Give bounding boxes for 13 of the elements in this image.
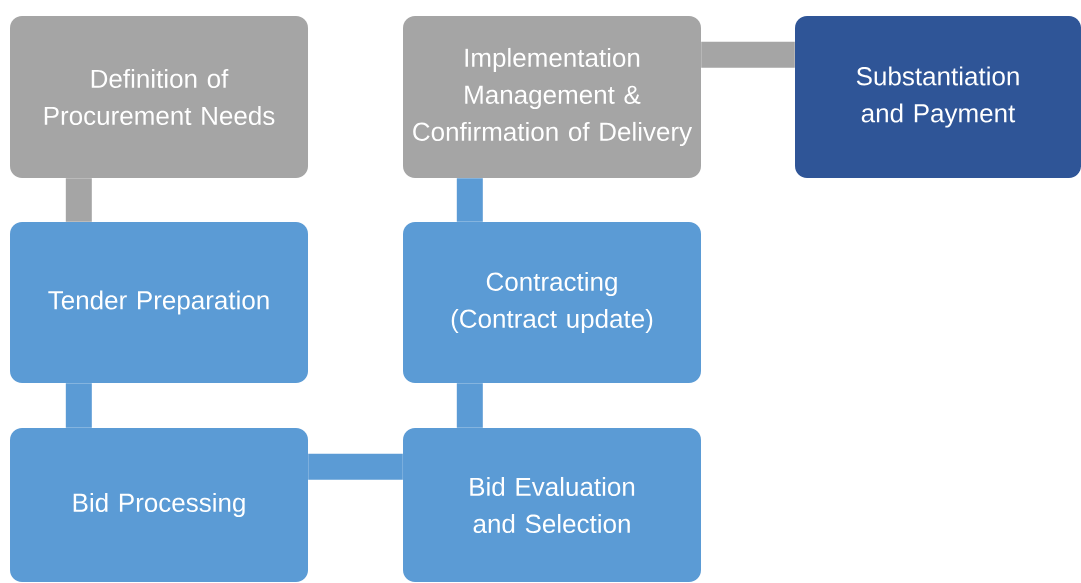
process-box: Bid Processing xyxy=(10,428,308,582)
process-box: Contracting (Contract update) xyxy=(403,222,701,383)
connector-bar xyxy=(65,178,92,222)
process-box: Definition of Procurement Needs xyxy=(10,16,308,178)
connector-bar xyxy=(456,383,483,428)
connector-bar xyxy=(456,178,483,222)
connector-bar xyxy=(701,41,795,68)
connector-bar xyxy=(65,383,92,428)
process-box: Implementation Management & Confirmation of Delivery xyxy=(403,16,701,178)
process-box: Bid Evaluation and Selection xyxy=(403,428,701,582)
connector-bar xyxy=(308,453,403,480)
process-box: Tender Preparation xyxy=(10,222,308,383)
process-box: Substantiation and Payment xyxy=(795,16,1081,178)
